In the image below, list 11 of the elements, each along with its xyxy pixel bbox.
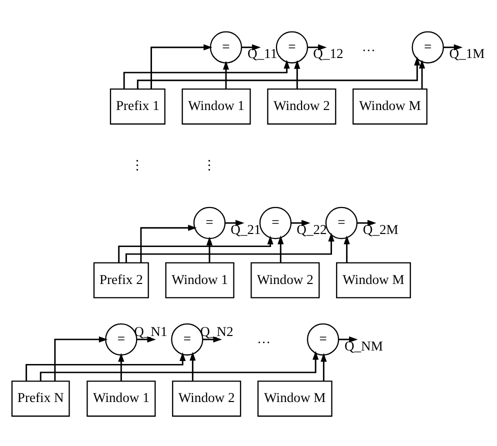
label: …	[362, 38, 376, 54]
edge-label: Q_1M	[449, 46, 485, 62]
edge-label: Q_22	[296, 222, 327, 237]
edge-label: Q_NM	[344, 338, 383, 354]
edge-label: Q_21	[230, 222, 261, 237]
label: ⋮	[130, 157, 145, 172]
label: ⋮	[202, 157, 216, 172]
edge-label: Q_12	[313, 46, 344, 62]
label: …	[257, 331, 271, 346]
edge-label: Q_11	[247, 46, 278, 62]
edge-label: Q_2M	[362, 222, 398, 237]
